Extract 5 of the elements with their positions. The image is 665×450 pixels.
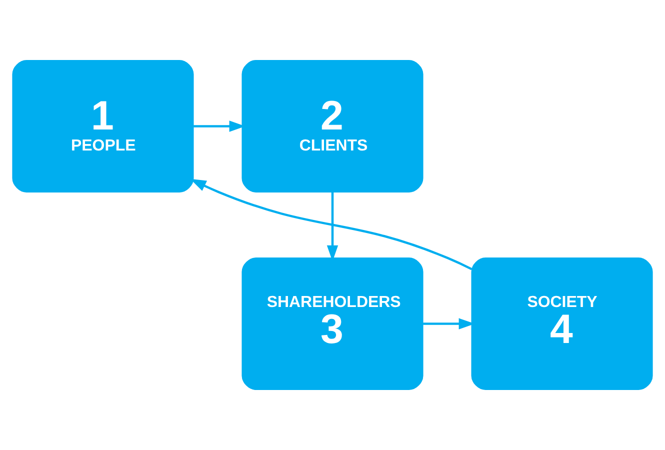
arrow [190,178,472,270]
node-box: 1 PEOPLE [12,60,194,192]
node-box: SOCIETY 4 [471,258,653,390]
node-box: SHAREHOLDERS 3 [242,258,424,390]
node-box: 2 CLIENTS [242,60,424,192]
